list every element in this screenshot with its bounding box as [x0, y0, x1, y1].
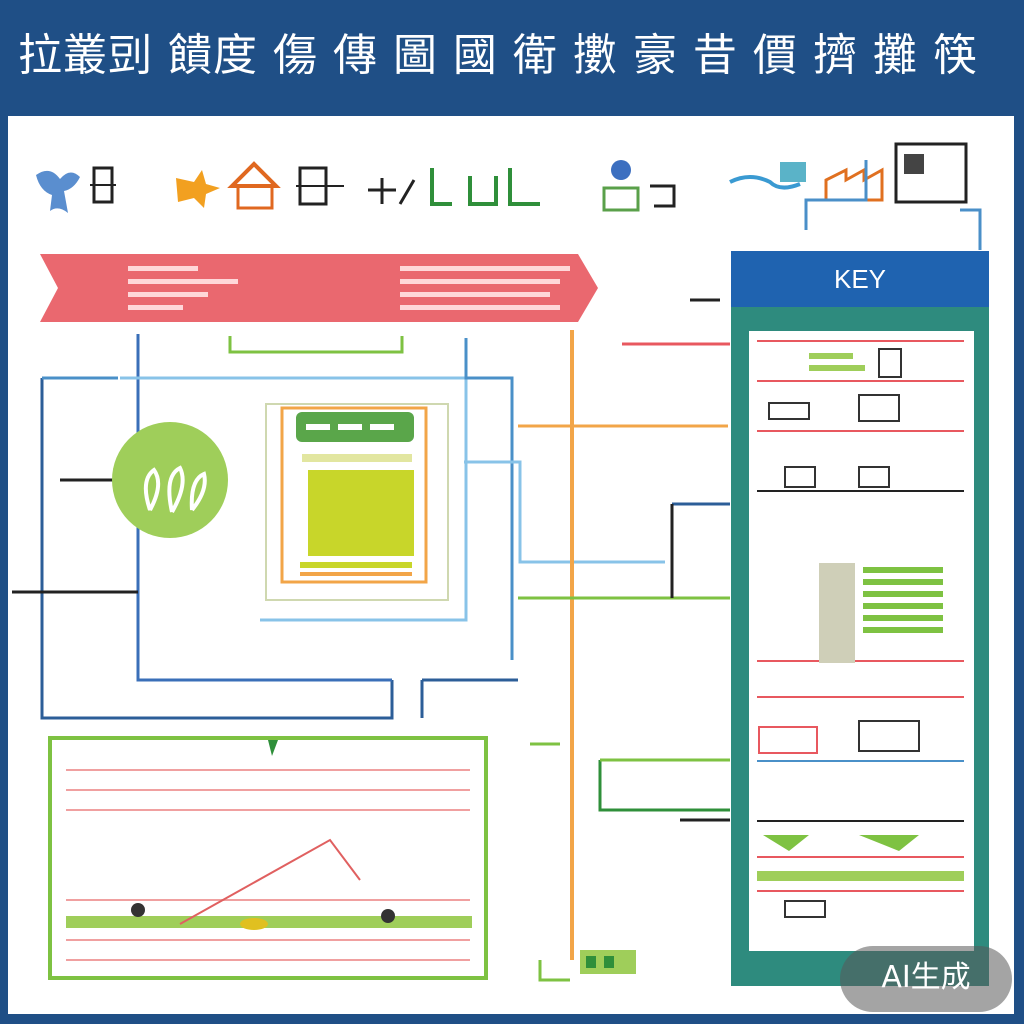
factory-icon: [824, 167, 884, 202]
page-title: 拉叢剅 饋度 傷 傳 圖 國 衛 擻 豪 昔 價 擠 攤 筷: [18, 30, 978, 81]
legend-panel: KEY: [731, 251, 989, 986]
ai-generated-label: AI生成: [881, 960, 971, 995]
top-icon-row: [36, 142, 982, 250]
legend-items: [757, 340, 964, 918]
flower-icon: [611, 160, 631, 180]
legend-body: [749, 331, 974, 951]
network-lines: [12, 298, 730, 982]
header-bar: 拉叢剅 饋度 傷 傳 圖 國 衛 擻 豪 昔 價 擠 攤 筷: [0, 0, 1024, 112]
ai-generated-badge: AI生成: [840, 946, 1012, 1012]
red-banner: [40, 254, 598, 322]
bird-icon: [36, 170, 80, 213]
lower-zone: [48, 736, 488, 980]
green-zone: [112, 422, 228, 538]
tree-icon: [143, 465, 207, 513]
house-icon: [227, 161, 281, 188]
central-plan: [265, 403, 449, 601]
legend-header: KEY: [731, 251, 989, 307]
star-icon: [176, 170, 220, 208]
legend-title: KEY: [833, 264, 887, 294]
